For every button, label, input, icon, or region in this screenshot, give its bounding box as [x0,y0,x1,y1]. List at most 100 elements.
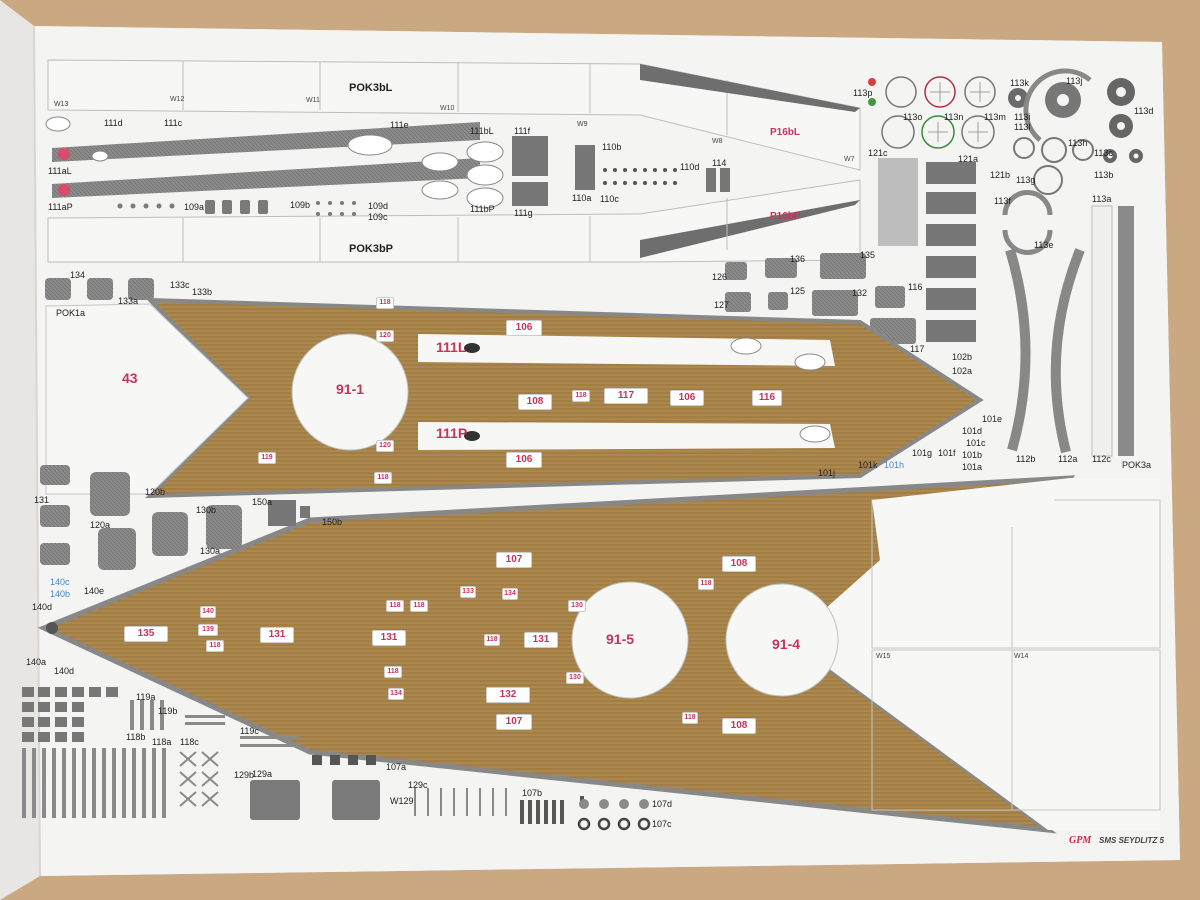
deck-tag-118a: 118 [376,297,394,309]
part-113b: 113b [1094,170,1114,180]
deck-tag-118c: 118 [374,472,392,484]
part-116: 116 [908,282,923,292]
part-101g: 101g [912,448,933,458]
part-109b: 109b [290,200,311,210]
deck-tag-139: 139 [198,624,218,636]
part-102a: 102a [952,366,973,376]
part-101e: 101e [982,414,1003,424]
strip-w11: W11 [306,97,320,104]
deck-tag-118i: 118 [698,578,714,590]
part-label-p16bl: P16bL [770,127,801,138]
part-102b: 102b [952,352,973,362]
part-113e: 113e [1034,240,1054,250]
part-111e: 111e [390,120,409,130]
part-112b: 112b [1016,454,1036,464]
deck-tag-140: 140 [200,606,216,618]
deck-tag-108b: 108 [722,556,756,572]
deck-tag-118j: 118 [682,712,698,724]
part-114: 114 [712,158,727,168]
strip-w10: W10 [440,105,455,112]
part-136: 136 [790,254,806,264]
part-113d: 113d [1134,106,1154,116]
deck-tag-118h: 118 [384,666,402,678]
deck-tag-133: 133 [460,586,476,598]
part-111d: 111d [104,118,123,128]
deck-tag-118b: 118 [572,390,590,402]
part-113n: 113n [944,112,964,122]
part-140d: 140d [32,602,53,612]
part-109a: 109a [184,202,205,212]
part-101h: 101h [884,460,905,470]
part-125: 125 [790,286,806,296]
part-113h: 113h [1068,138,1088,148]
upper-deck [145,297,984,499]
deck-tag-118f: 118 [484,634,500,646]
deck-part-111l: 111L [436,339,467,355]
deck-tag-108a: 108 [518,394,552,410]
part-110a: 110a [572,193,592,203]
part-126: 126 [712,272,728,282]
deck-part-111p: 111P [436,425,468,441]
deck-tag-130b: 130 [566,672,584,684]
part-101a: 101a [962,462,983,472]
deck-part-91-4: 91-4 [772,636,801,652]
part-label-pok1a: POK1a [56,308,86,318]
part-111al: 111aL [48,166,72,176]
part-label-pok3bl: POK3bL [349,82,393,94]
part-101b: 101b [962,450,983,460]
part-113c: 113c [1094,148,1113,158]
part-133a: 133a [118,296,139,306]
part-101c: 101c [966,438,986,448]
part-111f: 111f [514,126,531,136]
part-110b: 110b [602,142,622,152]
deck-tag-118e: 118 [410,600,428,612]
part-121b: 121b [990,170,1011,180]
deck-tag-135: 135 [124,626,168,642]
part-133c: 133c [170,280,190,290]
strip-w13: W13 [54,101,69,108]
part-label-p16bp: P16bP [770,211,801,222]
part-140c: 140c [50,577,70,587]
part-113l: 113l [1014,122,1031,132]
part-119b: 119b [158,706,178,716]
strip-w8: W8 [712,138,723,145]
part-111bl: 111bL [470,126,494,136]
part-150a: 150a [252,497,273,507]
strip-w12: W12 [170,96,185,103]
part-150b: 150b [322,517,343,527]
part-118a: 118a [152,737,172,747]
part-113k: 113k [1010,78,1029,88]
deck-tag-116: 116 [752,390,782,406]
part-111ap: 111aP [48,202,73,212]
deck-tag-119: 119 [258,452,276,464]
part-135: 135 [860,250,876,260]
deck-tag-118g: 118 [206,640,224,652]
part-140e: 140e [84,586,105,596]
deck-tag-106c: 106 [670,390,704,406]
panel-w15: W15 [876,653,891,660]
deck-part-43: 43 [122,370,138,386]
part-113g: 113g [1016,175,1036,185]
sheet-title: SMS SEYDLITZ 5 [1099,836,1164,845]
part-113m: 113m [984,112,1006,122]
part-111c: 111c [164,118,183,128]
part-111g: 111g [514,208,533,218]
part-133b: 133b [192,287,213,297]
part-110d: 110d [680,162,700,172]
part-101j: 101j [818,468,836,478]
part-107a: 107a [386,762,407,772]
part-113o: 113o [903,112,923,122]
part-101k: 101k [858,460,878,470]
part-127: 127 [714,300,730,310]
deck-tag-117: 117 [604,388,648,404]
deck-part-91-1: 91-1 [336,381,365,397]
deck-part-91-5: 91-5 [606,631,635,647]
brand-logo-gpm: GPM [1069,835,1092,846]
part-129b: 129b [234,770,255,780]
part-140b: 140b [50,589,71,599]
part-113a: 113a [1092,194,1112,204]
part-129c: 129c [408,780,428,790]
deck-tag-134a: 134 [502,588,518,600]
